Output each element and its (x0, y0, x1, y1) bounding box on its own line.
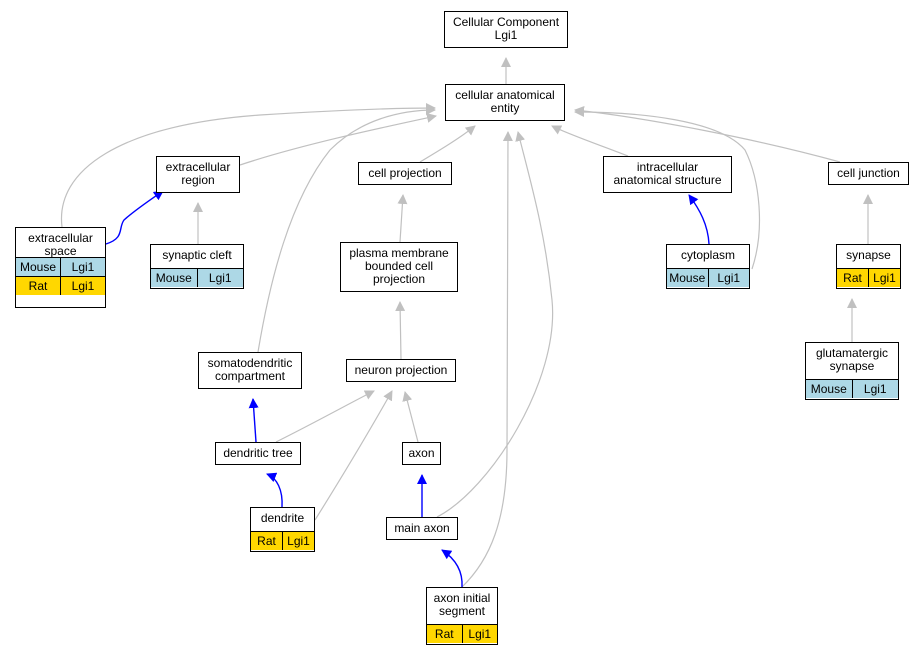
node-glutamatergic-synapse[interactable]: glutamatergic synapse Mouse Lgi1 (805, 342, 899, 400)
edge-dend-to-dt (266, 472, 283, 508)
node-label: extracellular region (165, 160, 231, 187)
node-cell-junction[interactable]: cell junction (828, 162, 909, 185)
annotation-row-mouse: Mouse Lgi1 (16, 257, 105, 276)
edge-dt-to-np (275, 390, 375, 443)
node-cellular-component-root[interactable]: Cellular Component Lgi1 (444, 11, 568, 48)
edge-ma-to-cae (436, 131, 554, 518)
species-cell: Mouse (155, 271, 192, 285)
node-dendrite[interactable]: dendrite Rat Lgi1 (250, 507, 315, 552)
gene-cell: Lgi1 (60, 258, 105, 276)
species-cell: Rat (434, 627, 454, 641)
gene-cell: Lgi1 (851, 380, 899, 398)
edge-cp-to-cae (419, 125, 476, 163)
annotation-row-rat: Rat Lgi1 (427, 624, 497, 643)
node-axon-initial-segment[interactable]: axon initial segment Rat Lgi1 (426, 587, 498, 645)
edge-es-to-er (105, 190, 164, 245)
annotation-row-rat: Rat Lgi1 (16, 276, 105, 295)
species-cell: Rat (257, 534, 276, 548)
node-label: extracellular space (28, 231, 93, 258)
edge-dend-to-np (314, 390, 393, 521)
node-label: axon (408, 446, 435, 460)
edge-cyto-to-cae (574, 107, 761, 270)
species-cell: Rat (28, 279, 48, 293)
node-label: glutamatergic synapse (815, 346, 889, 373)
node-main-axon[interactable]: main axon (386, 517, 458, 540)
node-cell-projection[interactable]: cell projection (358, 162, 452, 185)
edge-ias-to-cae (551, 125, 629, 157)
node-label: neuron projection (354, 363, 448, 377)
node-label: synaptic cleft (162, 248, 232, 262)
edge-sdc-to-cae (257, 105, 436, 353)
node-plasma-membrane-bounded-cell-projection[interactable]: plasma membrane bounded cell projection (340, 242, 458, 292)
node-label: cellular anatomical entity (455, 88, 555, 115)
node-extracellular-region[interactable]: extracellular region (156, 156, 240, 193)
node-label: axon initial segment (433, 591, 491, 618)
node-cytoplasm[interactable]: cytoplasm Mouse Lgi1 (666, 244, 750, 289)
node-label: cell projection (368, 166, 442, 180)
node-label: synapse (846, 248, 891, 262)
annotation-row-mouse: Mouse Lgi1 (667, 268, 749, 287)
edge-ais-to-ma (441, 549, 463, 588)
annotation-row-rat: Rat Lgi1 (251, 531, 314, 550)
edge-pm-to-cp (397, 194, 408, 243)
edge-es-to-cae (60, 103, 436, 228)
node-intracellular-anatomical-structure[interactable]: intracellular anatomical structure (603, 156, 732, 193)
gene-cell: Lgi1 (707, 269, 750, 287)
species-cell: Mouse (810, 382, 847, 396)
annotation-row-mouse: Mouse Lgi1 (806, 379, 898, 398)
node-synaptic-cleft[interactable]: synaptic cleft Mouse Lgi1 (150, 244, 244, 289)
species-cell: Mouse (669, 271, 706, 285)
species-cell: Rat (843, 271, 862, 285)
edge-er-to-cae (239, 112, 437, 166)
node-label: cell junction (837, 166, 900, 180)
node-axon[interactable]: axon (402, 442, 441, 465)
annotation-row-rat: Rat Lgi1 (837, 268, 900, 287)
node-somatodendritic-compartment[interactable]: somatodendritic compartment (198, 352, 302, 389)
node-label: main axon (394, 521, 450, 535)
annotation-row-mouse: Mouse Lgi1 (151, 268, 243, 287)
node-label: Cellular Component Lgi1 (452, 15, 560, 42)
edge-ais-to-cae (461, 131, 513, 588)
node-label: plasma membrane bounded cell projection (349, 246, 449, 286)
node-label: dendrite (260, 511, 305, 525)
node-label: cytoplasm (680, 248, 736, 262)
edge-cj-to-cae (574, 105, 841, 163)
species-cell: Mouse (19, 260, 57, 274)
node-label: somatodendritic compartment (207, 356, 293, 383)
node-label: dendritic tree (223, 446, 293, 460)
gene-cell: Lgi1 (60, 277, 105, 295)
edge-axon-to-np (402, 391, 419, 443)
gene-cell: Lgi1 (461, 625, 498, 643)
gene-cell: Lgi1 (196, 269, 244, 287)
gene-cell: Lgi1 (282, 532, 314, 550)
node-neuron-projection[interactable]: neuron projection (346, 359, 456, 382)
node-synapse[interactable]: synapse Rat Lgi1 (836, 244, 901, 289)
node-cellular-anatomical-entity[interactable]: cellular anatomical entity (445, 84, 565, 121)
gene-cell: Lgi1 (868, 269, 900, 287)
edge-dt-to-sdc (248, 398, 259, 443)
edge-np-to-pm (395, 301, 406, 360)
node-dendritic-tree[interactable]: dendritic tree (215, 442, 301, 465)
node-extracellular-space[interactable]: extracellular space Mouse Lgi1 Rat Lgi1 (15, 227, 106, 308)
edge-cyto-to-ias (688, 194, 710, 245)
node-label: intracellular anatomical structure (613, 160, 722, 187)
